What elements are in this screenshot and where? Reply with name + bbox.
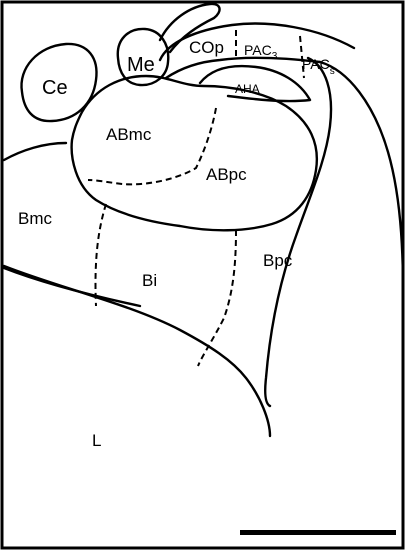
abmc-label: ABmc [106, 125, 152, 144]
bmc-label: Bmc [18, 209, 53, 228]
ce-outline [20, 42, 98, 123]
cop-label: COp [189, 38, 224, 57]
bi-label: Bi [142, 271, 157, 290]
pacs-label: PACs [302, 56, 335, 77]
pac3-label: PAC3 [244, 42, 278, 62]
me-outline [116, 27, 170, 87]
ab-region-outline [70, 74, 319, 232]
l-label: L [92, 431, 101, 450]
aha-outline [198, 64, 312, 103]
abpc-label: ABpc [206, 165, 247, 184]
bpc-label: Bpc [263, 251, 293, 270]
claw-outline [158, 2, 221, 54]
ab-split-dashed [87, 107, 217, 186]
bpc-outline [264, 56, 405, 408]
aha-label: AHA [235, 82, 260, 96]
pac3-pacs-divider [299, 35, 305, 79]
l-outline [2, 264, 272, 438]
bi-right-dashed [197, 229, 237, 367]
ce-label: Ce [42, 77, 68, 99]
scale-bar [240, 530, 396, 535]
bi-left-dashed [94, 203, 107, 307]
me-label: Me [127, 54, 155, 76]
cop-pac-band-outline [158, 22, 356, 80]
